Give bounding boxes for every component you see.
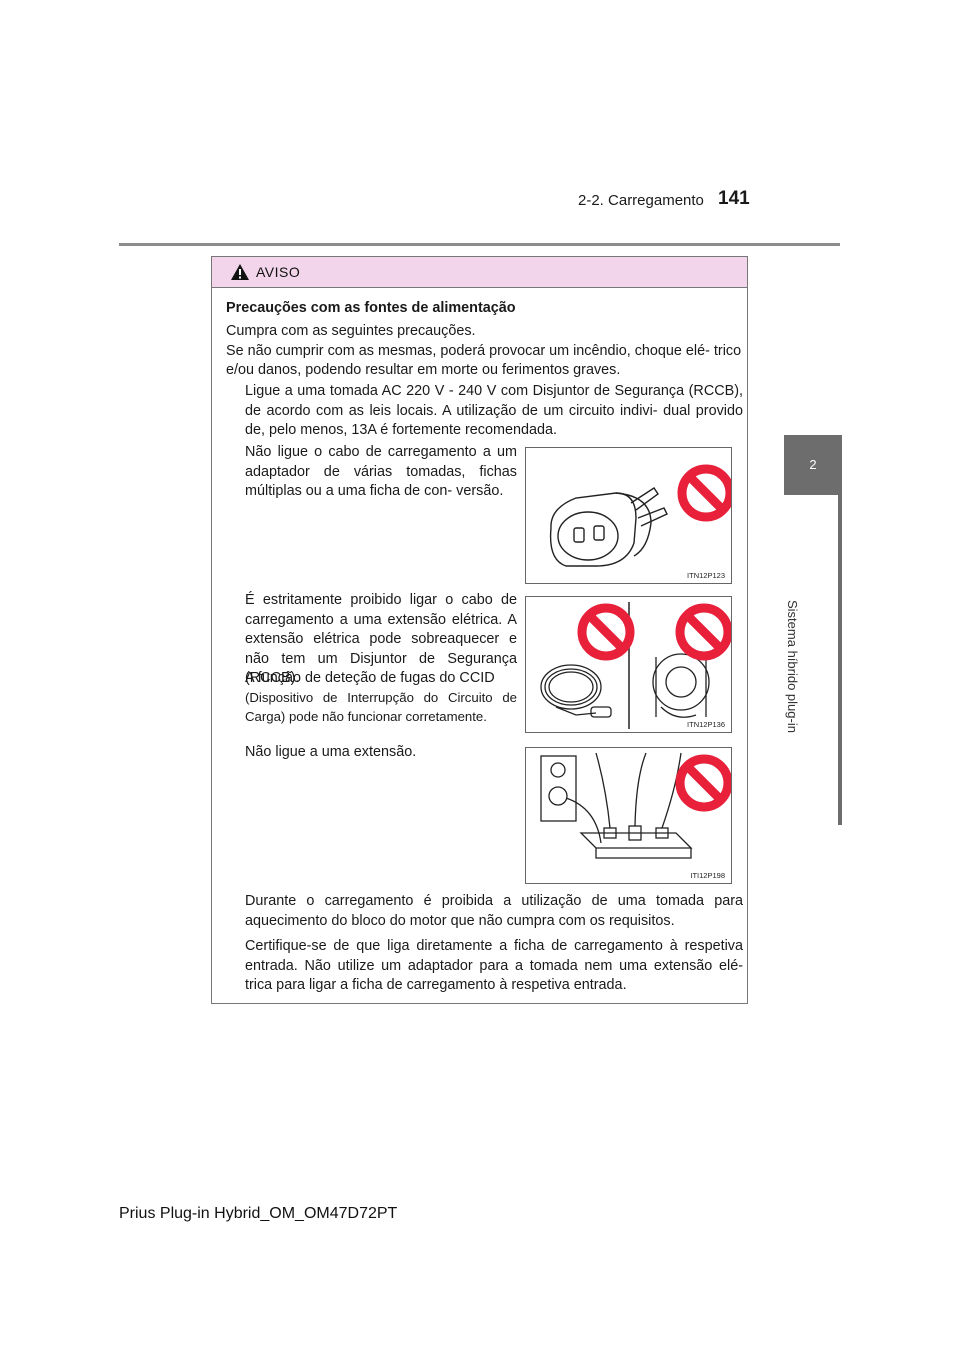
chapter-title: Sistema híbrido plug-in	[785, 600, 805, 800]
warning-label: AVISO	[256, 264, 301, 280]
figure-adapter-plug: ITN12P123	[525, 447, 735, 584]
chapter-title-text: Sistema híbrido plug-in	[785, 600, 800, 733]
adapter-plug-illustration	[549, 464, 735, 567]
prohibition-icon	[675, 754, 733, 812]
warning-box: AVISO Precauções com as fontes de alimen…	[211, 256, 748, 1004]
warning-intro-1: Cumpra com as seguintes precauções.	[226, 323, 476, 339]
figure-code: ITN12P123	[687, 571, 725, 580]
prohibition-icon	[675, 603, 733, 661]
footer-document-id: Prius Plug-in Hybrid_OM_OM47D72PT	[119, 1205, 398, 1222]
warning-item-3b: A função de deteção de fugas do CCID	[245, 670, 495, 686]
warning-item-3: É estritamente proibido ligar o cabo de …	[245, 592, 517, 686]
warning-item-1: Ligue a uma tomada AC 220 V - 240 V com …	[245, 383, 743, 438]
page-number: 141	[718, 188, 750, 209]
warning-intro-2: Se não cumprir com as mesmas, poderá pro…	[226, 343, 742, 378]
warning-item-5: Durante o carregamento é proibida a util…	[245, 893, 743, 929]
warning-item-4: Não ligue a uma extensão.	[245, 744, 417, 760]
warning-section-title: Precauções com as fontes de alimentação	[226, 300, 516, 316]
chapter-side-bar	[838, 495, 842, 825]
chapter-tab: 2	[784, 435, 842, 495]
warning-item-3c: (Dispositivo de Interrupção do Circuito …	[245, 690, 517, 724]
header-rule	[119, 243, 840, 246]
section-title: 2-2. Carregamento	[578, 192, 704, 209]
warning-header: AVISO	[212, 257, 747, 288]
figure-code: ITN12P136	[687, 720, 725, 729]
power-strip-illustration	[540, 752, 733, 859]
figure-code: ITI12P198	[690, 871, 725, 880]
warning-item-2: Não ligue o cabo de carregamento a um ad…	[245, 444, 517, 499]
prohibition-icon	[577, 603, 635, 661]
warning-item-6: Certifique-se de que liga diretamente a …	[245, 938, 743, 993]
figure-extension-cord: ITN12P136	[525, 596, 733, 733]
prohibition-icon	[677, 464, 735, 522]
extension-cord-illustration	[540, 602, 733, 729]
figure-power-strip: ITI12P198	[525, 747, 733, 884]
warning-triangle-icon	[231, 264, 249, 280]
